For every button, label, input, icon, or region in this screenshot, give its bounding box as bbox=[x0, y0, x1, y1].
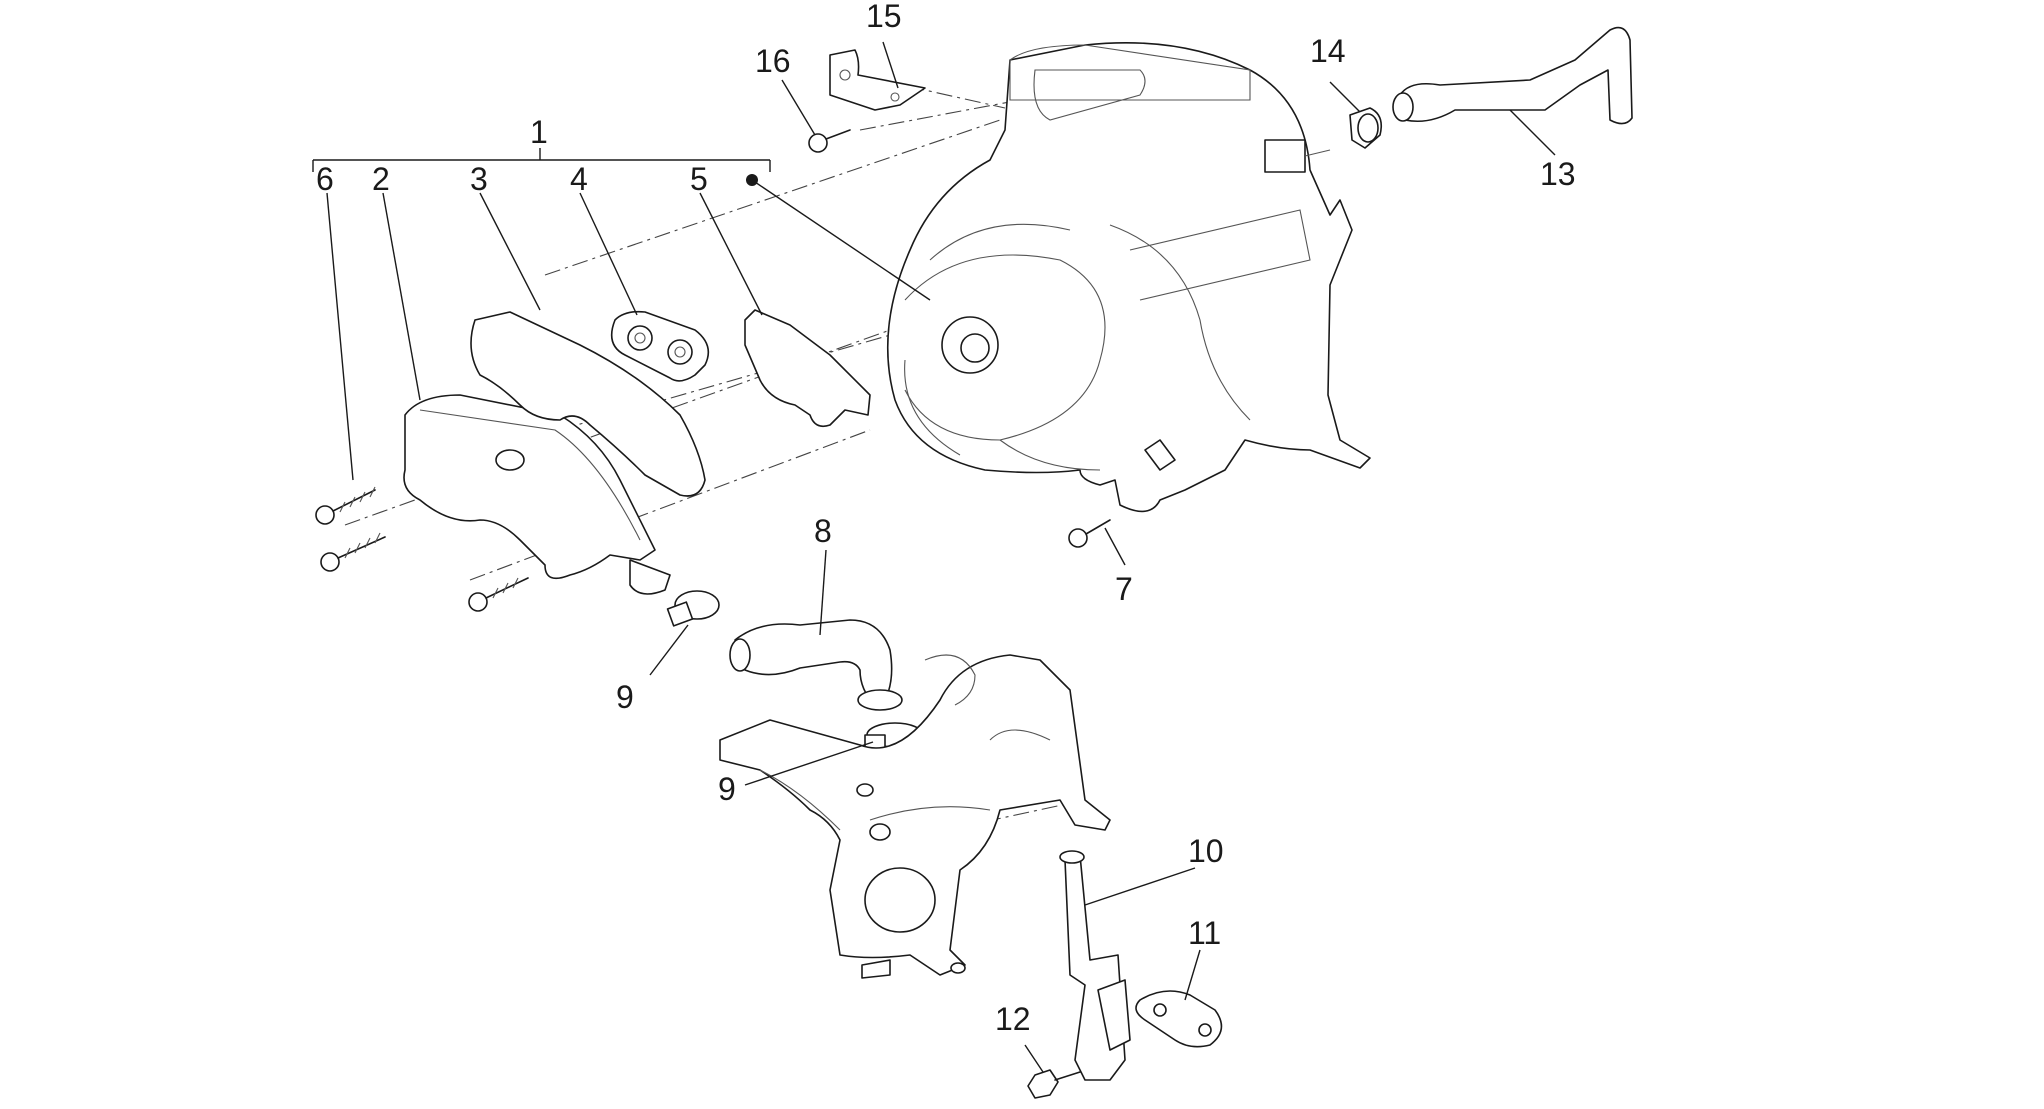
callout-9-upper: 9 bbox=[616, 679, 634, 715]
callout-8: 8 bbox=[814, 513, 832, 549]
flange-bolt bbox=[1027, 1069, 1081, 1099]
side-cover-panel bbox=[403, 394, 671, 595]
callout-2: 2 bbox=[372, 161, 390, 197]
callout-labels: 1 2 3 4 5 6 7 8 9 9 10 11 12 13 14 15 16 bbox=[316, 0, 1576, 1037]
cover-gasket bbox=[470, 311, 706, 497]
bent-breather-hose bbox=[729, 619, 903, 711]
filter-element bbox=[744, 309, 871, 428]
bracket-screw bbox=[808, 129, 851, 153]
filter-mount-plate bbox=[610, 310, 710, 382]
callout-4: 4 bbox=[570, 161, 588, 197]
callout-3: 3 bbox=[470, 161, 488, 197]
callout-15: 15 bbox=[866, 0, 902, 34]
callout-7: 7 bbox=[1115, 571, 1133, 607]
callout-16: 16 bbox=[755, 43, 791, 79]
crankcase-breather-pipe bbox=[1392, 26, 1633, 125]
callout-10: 10 bbox=[1188, 833, 1224, 869]
callout-14: 14 bbox=[1310, 33, 1346, 69]
hose-clamp-upper bbox=[666, 590, 720, 627]
callout-12: 12 bbox=[995, 1001, 1031, 1037]
engine-cover-housing bbox=[886, 41, 1371, 513]
mounting-bracket bbox=[829, 49, 926, 111]
oil-breather-pipe bbox=[1059, 850, 1131, 1081]
callout-5: 5 bbox=[690, 161, 708, 197]
pipe-clip bbox=[1349, 107, 1383, 149]
callout-13: 13 bbox=[1540, 156, 1576, 192]
callout-6: 6 bbox=[316, 161, 334, 197]
flange-gasket bbox=[1135, 990, 1223, 1048]
lower-air-box-bracket bbox=[719, 654, 1111, 979]
cover-screw bbox=[1068, 519, 1111, 548]
callout-9-lower: 9 bbox=[718, 771, 736, 807]
callout-11: 11 bbox=[1188, 915, 1221, 951]
callout-1: 1 bbox=[530, 114, 548, 150]
self-tapping-screws bbox=[315, 486, 529, 612]
leader-lines bbox=[326, 41, 1556, 1073]
